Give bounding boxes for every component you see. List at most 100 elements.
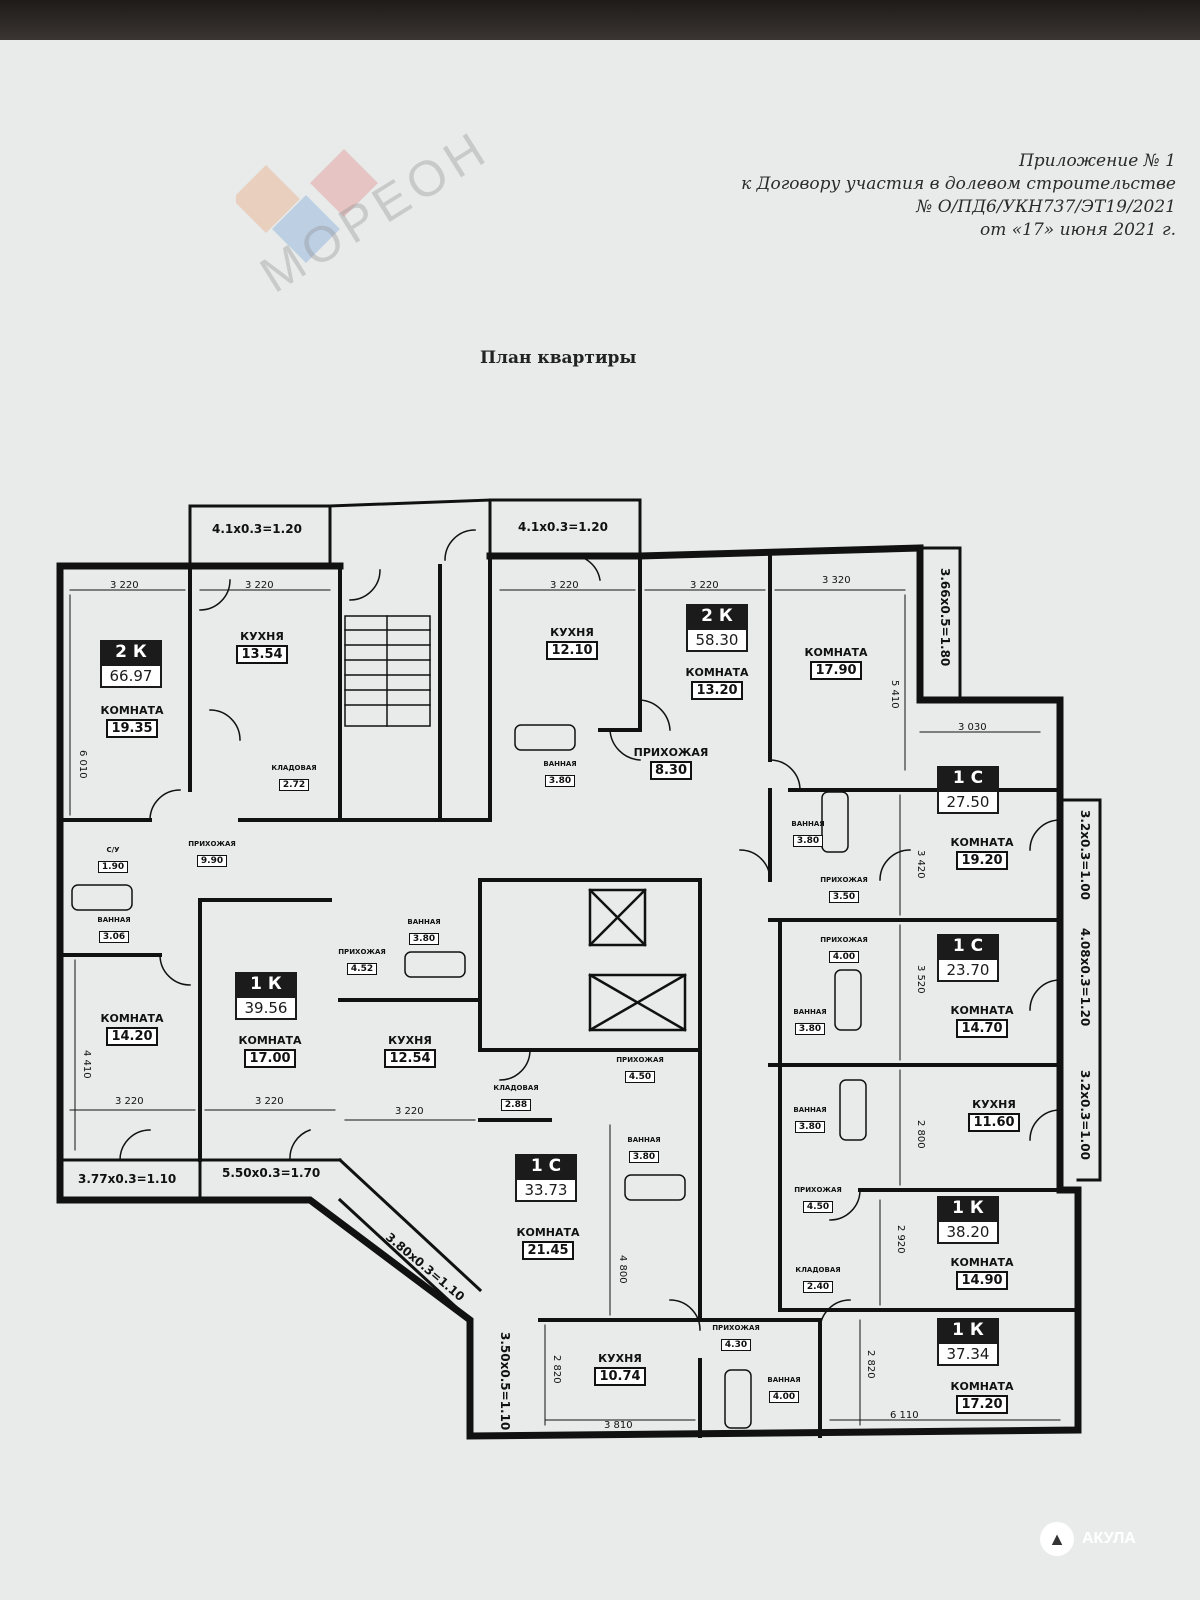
appendix-header: Приложение № 1 к Договору участия в доле… bbox=[741, 150, 1176, 242]
apartment-area: 39.56 bbox=[235, 996, 297, 1020]
page-title: План квартиры bbox=[480, 348, 637, 368]
room-area: 10.74 bbox=[594, 1367, 646, 1386]
dimension-label: 3 220 bbox=[255, 1096, 284, 1107]
room-area: 14.70 bbox=[956, 1019, 1008, 1038]
small-room-area: 3.80 bbox=[794, 1023, 826, 1035]
apartment-area: 37.34 bbox=[937, 1342, 999, 1366]
balcony-label: 3.2x0.3=1.00 bbox=[1078, 1070, 1092, 1160]
room-area: 14.20 bbox=[106, 1027, 158, 1046]
room-area: 12.54 bbox=[384, 1049, 436, 1068]
apartment-area: 38.20 bbox=[937, 1220, 999, 1244]
room-area: 14.90 bbox=[956, 1271, 1008, 1290]
room-area: 11.60 bbox=[968, 1113, 1020, 1132]
brand-name: АКУЛА bbox=[1082, 1530, 1136, 1547]
small-room-area: 4.50 bbox=[624, 1071, 656, 1083]
balcony-label: 3.66x0.5=1.80 bbox=[938, 568, 952, 667]
dimension-label: 3 810 bbox=[604, 1420, 633, 1431]
small-room-area: 2.88 bbox=[500, 1099, 532, 1111]
watermark-logo bbox=[232, 145, 396, 279]
room-area: 19.20 bbox=[956, 851, 1008, 870]
room-area: 19.35 bbox=[106, 719, 158, 738]
small-room-area: 3.06 bbox=[98, 931, 130, 943]
small-room-area: 1.90 bbox=[97, 861, 129, 873]
apartment-area: 33.73 bbox=[515, 1178, 577, 1202]
appendix-line: Приложение № 1 bbox=[1018, 151, 1176, 171]
dimension-label: 2 820 bbox=[551, 1355, 562, 1384]
small-room-area: 4.30 bbox=[720, 1339, 752, 1351]
shark-logo-icon: ▲ bbox=[1040, 1522, 1074, 1556]
dark-background-edge bbox=[0, 0, 1200, 40]
balcony-label: 4.08x0.3=1.20 bbox=[1078, 928, 1092, 1027]
balcony-label: 3.2x0.3=1.00 bbox=[1078, 810, 1092, 900]
document-page bbox=[0, 28, 1200, 1600]
room-area: 13.54 bbox=[236, 645, 288, 664]
apartment-type: 1 С bbox=[937, 766, 999, 790]
small-room-area: 9.90 bbox=[196, 855, 228, 867]
small-room-area: 4.50 bbox=[802, 1201, 834, 1213]
dimension-label: 3 030 bbox=[958, 722, 987, 733]
dimension-label: 3 220 bbox=[550, 580, 579, 591]
small-room-area: 2.72 bbox=[278, 779, 310, 791]
small-room-area: 3.80 bbox=[794, 1121, 826, 1133]
small-room-area: 3.80 bbox=[544, 775, 576, 787]
dimension-label: 3 220 bbox=[110, 580, 139, 591]
appendix-line: к Договору участия в долевом строительст… bbox=[741, 174, 1176, 194]
dimension-label: 3 220 bbox=[395, 1106, 424, 1117]
apartment-type: 2 К bbox=[686, 604, 748, 628]
balcony-label: 4.1x0.3=1.20 bbox=[518, 520, 608, 534]
small-room-area: 4.52 bbox=[346, 963, 378, 975]
small-room-area: 3.50 bbox=[828, 891, 860, 903]
balcony-label: 4.1x0.3=1.20 bbox=[212, 522, 302, 536]
dimension-label: 2 800 bbox=[915, 1120, 926, 1149]
dimension-label: 2 920 bbox=[895, 1225, 906, 1254]
room-area: 13.20 bbox=[691, 681, 743, 700]
room-area: 12.10 bbox=[546, 641, 598, 660]
dimension-label: 3 220 bbox=[115, 1096, 144, 1107]
room-area: 8.30 bbox=[649, 761, 693, 780]
room-area: 21.45 bbox=[522, 1241, 574, 1260]
apartment-type: 2 К bbox=[100, 640, 162, 664]
apartment-area: 58.30 bbox=[686, 628, 748, 652]
room-area: 17.20 bbox=[956, 1395, 1008, 1414]
balcony-label: 3.50x0.5=1.10 bbox=[498, 1332, 512, 1431]
balcony-label: 3.77x0.3=1.10 bbox=[78, 1172, 177, 1186]
dimension-label: 6 110 bbox=[890, 1410, 919, 1421]
dimension-label: 6 010 bbox=[77, 750, 88, 779]
appendix-line: № О/ПД6/УКН737/ЭТ19/2021 bbox=[916, 197, 1176, 217]
small-room-area: 4.00 bbox=[768, 1391, 800, 1403]
balcony-label: 5.50x0.3=1.70 bbox=[222, 1166, 321, 1180]
apartment-area: 23.70 bbox=[937, 958, 999, 982]
apartment-type: 1 С bbox=[515, 1154, 577, 1178]
